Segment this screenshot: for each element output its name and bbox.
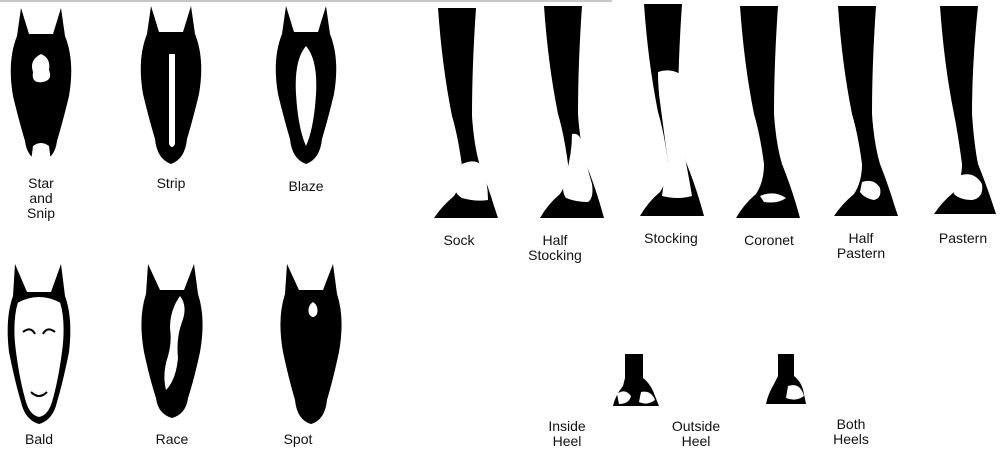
strip-label: Strip xyxy=(126,176,216,191)
sock-leg-figure xyxy=(432,6,502,220)
coronet-leg-figure xyxy=(734,4,804,220)
inside-heel-label: Inside Heel xyxy=(522,419,612,449)
half-stocking-leg-figure xyxy=(538,4,608,220)
stocking-leg-figure xyxy=(638,2,708,218)
spot-label: Spot xyxy=(253,432,343,447)
inside-heel-hoof-figure xyxy=(611,352,661,412)
race-head-figure xyxy=(136,262,208,420)
outside-heel-hoof-figure xyxy=(764,352,808,408)
half-pastern-leg-figure xyxy=(832,4,902,218)
spot-head-figure xyxy=(275,262,347,426)
pastern-leg-figure xyxy=(932,4,1000,216)
blaze-head-figure xyxy=(270,4,342,166)
star-and-snip-label: Star and Snip xyxy=(0,176,86,221)
race-label: Race xyxy=(127,432,217,447)
strip-head-figure xyxy=(135,4,207,166)
blaze-label: Blaze xyxy=(261,179,351,194)
pastern-label: Pastern xyxy=(918,231,1001,246)
both-heels-label: Both Heels xyxy=(806,417,896,447)
outside-heel-label: Outside Heel xyxy=(651,419,741,449)
coronet-label: Coronet xyxy=(724,233,814,248)
top-border-line xyxy=(0,0,612,2)
stocking-label: Stocking xyxy=(626,231,716,246)
star-and-snip-head-figure xyxy=(5,6,77,166)
bald-label: Bald xyxy=(0,432,84,447)
half-stocking-label: Half Stocking xyxy=(510,233,600,263)
bald-head-figure xyxy=(3,262,75,426)
sock-label: Sock xyxy=(414,233,504,248)
half-pastern-label: Half Pastern xyxy=(816,231,906,261)
